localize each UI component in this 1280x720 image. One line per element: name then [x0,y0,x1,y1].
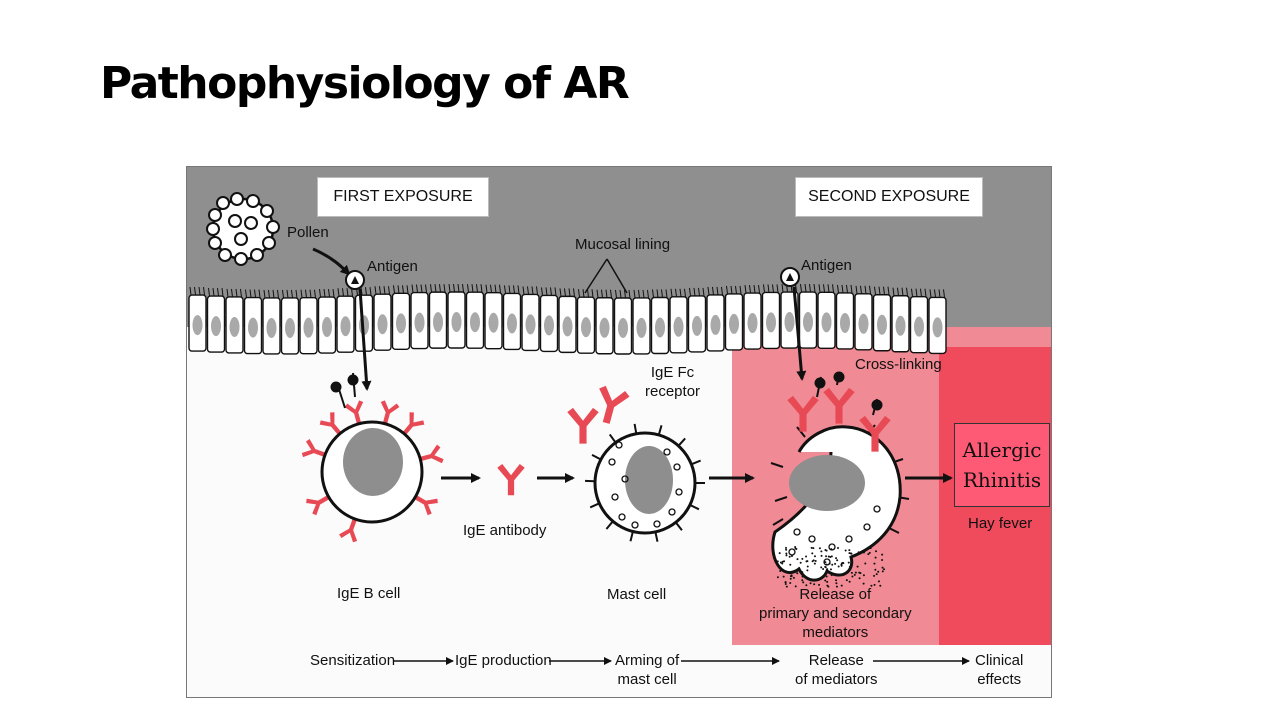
pollen-grain [206,192,280,266]
sequence-clinical-effects: Clinical effects [975,651,1023,689]
seq-release-line2: of mediators [795,671,878,688]
cross-linking-label: Cross-linking [855,356,942,373]
sequence-arming: Arming of mast cell [615,651,679,689]
mucosal-lining-label: Mucosal lining [575,236,671,253]
antigen-arrow-second [792,286,807,381]
pollen-arrow [312,247,351,276]
first-exposure-header: FIRST EXPOSURE [317,177,489,217]
slide-title: Pathophysiology of AR [100,58,630,109]
sequence-ige-production: IgE production [455,652,552,669]
antigen-arrow-first [358,288,372,391]
ige-b-cell-label: IgE B cell [337,585,401,602]
arming-line1: Arming of [615,652,680,669]
antigen-label-second: Antigen [801,257,852,274]
ige-antibody-label: IgE antibody [463,522,547,539]
release-label-line3: mediators [802,624,869,641]
mast-cell-receptors [585,423,705,542]
pathophysiology-diagram: FIRST EXPOSURE SECOND EXPOSURE Pollen An… [186,166,1052,698]
sequence-sensitization: Sensitization [310,652,396,669]
allergic-label-line2: Rhinitis [962,468,1042,492]
release-mediators-label: Release of primary and secondary mediato… [759,585,912,642]
seq-release-line1: Release [808,652,864,669]
second-exposure-header: SECOND EXPOSURE [795,177,983,217]
allergic-rhinitis-box: Allergic Rhinitis [954,423,1050,507]
ige-b-cell [300,372,445,544]
release-label-line2: primary and secondary [759,605,912,622]
pollen-label: Pollen [287,224,329,241]
sequence-release: Release of mediators [795,651,878,689]
antigen-second [780,267,800,287]
mast-cell-label: Mast cell [607,586,667,603]
mast-cell [567,384,705,542]
release-label-line1: Release of [799,586,872,603]
hay-fever-label: Hay fever [968,515,1033,532]
antigen-label-first: Antigen [367,258,418,275]
clinical-line2: effects [977,671,1022,688]
allergic-label-line1: Allergic [962,438,1042,462]
ige-fc-label-line2: receptor [645,383,701,400]
clinical-line1: Clinical [975,652,1024,669]
bound-antigens-b-cell [330,372,359,409]
mucosal-lining-pointer [584,258,628,294]
arming-line2: mast cell [617,671,677,688]
degranulating-mast-cell [770,371,910,588]
mucosal-epithelium [188,283,947,355]
ige-fc-label-line1: IgE Fc [650,364,695,381]
ige-fc-receptor-label: IgE Fc receptor [645,363,700,401]
antigen-first [345,270,365,290]
